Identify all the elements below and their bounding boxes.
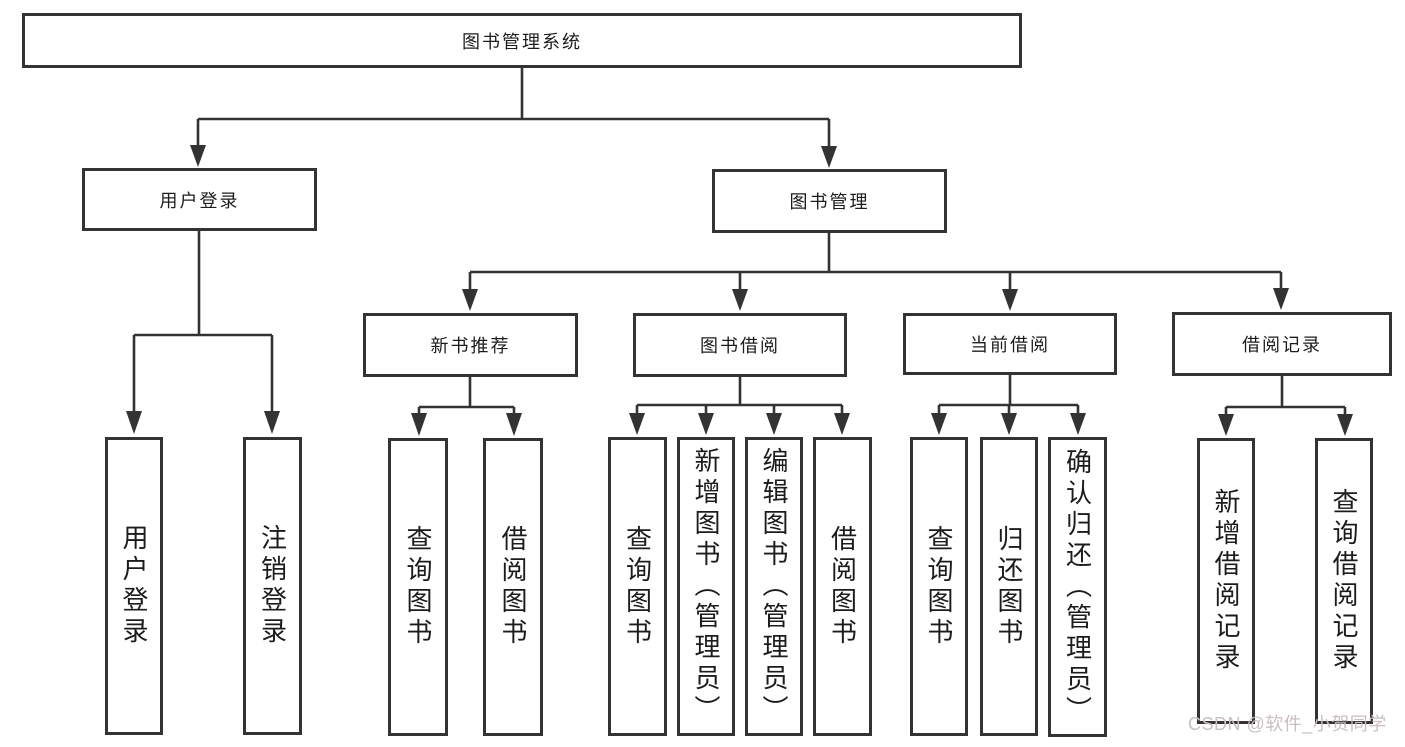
node-borrow-records: 借阅记录: [1172, 312, 1392, 376]
connector-new-book: [411, 377, 522, 436]
connector-borrow-records: [1218, 376, 1353, 436]
leaf-records-query-record: 查询借阅记录: [1315, 438, 1373, 724]
arrowhead: [1001, 413, 1017, 435]
arrowhead: [1218, 414, 1234, 436]
node-book-management: 图书管理: [712, 169, 947, 233]
arrowhead: [1273, 288, 1289, 310]
node-current-borrow: 当前借阅: [903, 313, 1117, 375]
connector-current-borrow: [931, 375, 1086, 435]
arrowhead: [411, 413, 427, 436]
arrowhead: [821, 146, 837, 168]
connector-book-borrow: [629, 377, 850, 435]
csdn-watermark: CSDN @软件_小贺同学: [1188, 714, 1387, 734]
leaf-current-return-books: 归还图书: [980, 437, 1038, 736]
node-user-login: 用户登录: [82, 168, 317, 231]
arrowhead: [462, 289, 478, 311]
arrowhead: [766, 413, 782, 435]
arrowhead: [698, 413, 714, 435]
connector-user-login: [126, 231, 280, 434]
leaf-borrow-query-books: 查询图书: [608, 437, 667, 736]
arrowhead: [834, 413, 850, 435]
arrowhead: [629, 413, 645, 435]
connector-root: [190, 68, 837, 168]
arrowhead: [126, 411, 142, 434]
node-new-book-recommend: 新书推荐: [363, 313, 578, 377]
leaf-records-add-record: 新增借阅记录: [1197, 438, 1255, 724]
leaf-newbook-borrow-books: 借阅图书: [483, 438, 543, 736]
arrowhead: [1337, 414, 1353, 436]
arrowhead: [732, 289, 748, 311]
arrowhead: [1070, 413, 1086, 435]
connector-book-mgmt: [462, 233, 1289, 311]
leaf-logout: 注销登录: [243, 437, 302, 735]
leaf-borrow-borrow-books: 借阅图书: [813, 437, 872, 736]
leaf-borrow-edit-books-admin: 编辑图书（管理员）: [745, 437, 803, 736]
leaf-user-login: 用户登录: [105, 437, 163, 735]
leaf-current-confirm-return-admin: 确认归还（管理员）: [1048, 437, 1107, 737]
leaf-current-query-books: 查询图书: [910, 437, 968, 736]
arrowhead: [506, 413, 522, 436]
node-root: 图书管理系统: [22, 13, 1022, 68]
node-book-borrow: 图书借阅: [633, 313, 847, 377]
leaf-newbook-query-books: 查询图书: [388, 438, 448, 736]
arrowhead: [1002, 289, 1018, 311]
leaf-borrow-add-books-admin: 新增图书（管理员）: [677, 437, 735, 736]
arrowhead: [190, 145, 206, 167]
arrowhead: [931, 413, 947, 435]
arrowhead: [264, 411, 280, 434]
